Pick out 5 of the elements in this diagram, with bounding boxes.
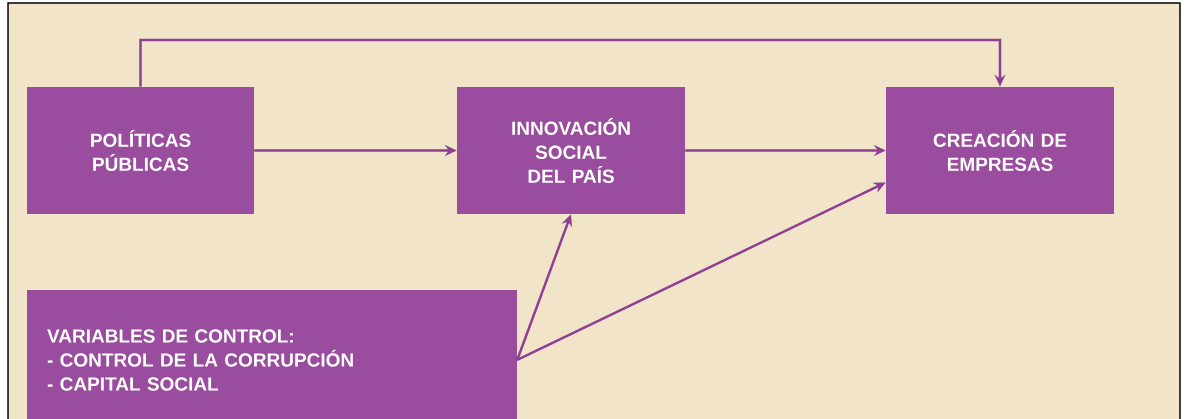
- arrow: [139, 38, 1006, 87]
- process-box: VARIABLES DE CONTROL: - CONTROL DE LA CORRUPCIÓN - CAPITAL SOCIAL: [27, 290, 517, 419]
- process-box: CREACIÓN DE EMPRESAS: [886, 87, 1114, 214]
- process-box: INNOVACIÓN SOCIAL DEL PAÍS: [457, 87, 685, 214]
- process-box: POLÍTICAS PÚBLICAS: [27, 87, 254, 214]
